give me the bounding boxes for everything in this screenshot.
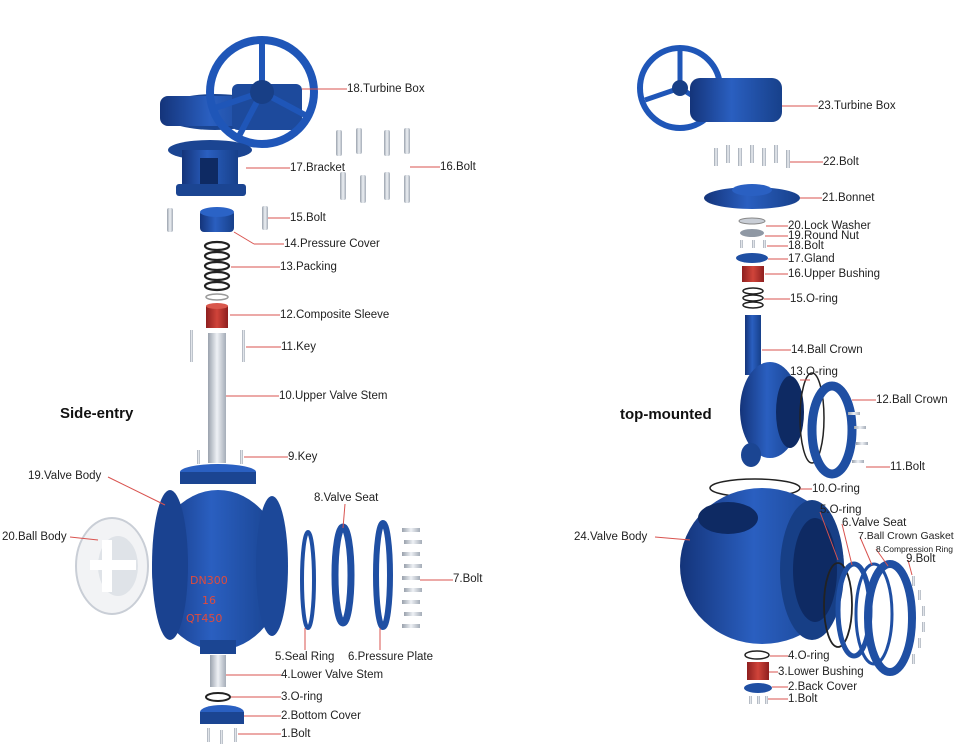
- label-left-4: 4.Lower Valve Stem: [281, 669, 384, 681]
- label-right-1: 1.Bolt: [788, 693, 818, 705]
- right-bolts-11: [848, 412, 868, 463]
- label-left-9: 9.Key: [288, 451, 318, 463]
- title-side-entry: Side-entry: [60, 405, 134, 422]
- label-right-19: 19.Round Nut: [788, 230, 859, 242]
- label-left-16: 16.Bolt: [440, 161, 476, 173]
- right-upper-bushing: [742, 266, 764, 282]
- left-packing: [203, 240, 231, 292]
- label-left-7: 7.Bolt: [453, 573, 483, 585]
- label-right-24: 24.Valve Body: [574, 531, 648, 543]
- left-seal-ring: [300, 530, 316, 630]
- left-bolts-16: [336, 128, 410, 203]
- right-oring-13: [799, 372, 825, 464]
- label-left-15: 15.Bolt: [290, 212, 326, 224]
- right-ball-crown-12: [807, 381, 857, 479]
- label-left-20: 20.Ball Body: [2, 531, 67, 543]
- left-bolts-7: [402, 528, 422, 628]
- label-right-16: 16.Upper Bushing: [788, 268, 881, 280]
- label-left-11: 11.Key: [281, 341, 316, 353]
- label-right-22: 22.Bolt: [823, 156, 859, 168]
- body-marking-size: DN300: [190, 574, 228, 587]
- right-oring-5: [823, 562, 853, 648]
- left-bolts-15: [167, 206, 268, 232]
- left-bottom-cover: [200, 705, 244, 724]
- label-right-10: 10.O-ring: [812, 483, 860, 495]
- label-left-12: 12.Composite Sleeve: [280, 309, 390, 321]
- label-right-13: 13.O-ring: [790, 366, 838, 378]
- right-bolts-1: [749, 696, 768, 704]
- label-right-17: 17.Gland: [788, 253, 835, 265]
- right-valve-body: [680, 488, 844, 644]
- label-right-9: 9.Bolt: [906, 553, 936, 565]
- right-turbine-box: [637, 45, 782, 131]
- label-left-13: 13.Packing: [280, 261, 337, 273]
- left-valve-body: [152, 464, 288, 654]
- label-left-1: 1.Bolt: [281, 728, 311, 740]
- left-turbine-box: [160, 36, 318, 148]
- right-ball-crown: [740, 315, 804, 467]
- label-right-21: 21.Bonnet: [822, 192, 875, 204]
- left-bolts-1: [207, 728, 237, 744]
- right-gland: [736, 253, 768, 263]
- label-left-2: 2.Bottom Cover: [281, 710, 361, 722]
- label-right-14: 14.Ball Crown: [791, 344, 863, 356]
- left-valve-seat: [331, 523, 355, 627]
- right-round-nut: [740, 229, 764, 237]
- label-left-10: 10.Upper Valve Stem: [279, 390, 388, 402]
- label-right-20: 20.Lock Washer: [788, 220, 871, 232]
- left-bracket: [168, 140, 252, 196]
- label-right-11: 11.Bolt: [890, 461, 925, 473]
- label-left-3: 3.O-ring: [281, 691, 323, 703]
- left-pressure-plate: [373, 520, 393, 630]
- label-right-15: 15.O-ring: [790, 293, 838, 305]
- right-bolts-22: [714, 145, 790, 168]
- left-oring-3: [205, 692, 231, 702]
- right-oring-15: [742, 287, 764, 309]
- left-upper-stem: [208, 333, 226, 463]
- left-pressure-cover: [200, 207, 234, 232]
- label-left-8: 8.Valve Seat: [314, 492, 379, 504]
- label-right-5: 5.O-ring: [820, 504, 862, 516]
- label-left-6: 6.Pressure Plate: [348, 651, 434, 663]
- label-right-7: 7.Ball Crown Gasket: [858, 530, 954, 542]
- label-left-14: 14.Pressure Cover: [284, 238, 380, 250]
- body-marking-material: QT450: [186, 612, 222, 625]
- left-ball-body: [75, 517, 149, 615]
- label-right-12: 12.Ball Crown: [876, 394, 948, 406]
- right-lock-washer: [738, 217, 766, 225]
- body-marking-pressure: 16: [202, 594, 216, 607]
- left-lower-stem: [210, 655, 226, 687]
- label-right-18: 18.Bolt: [788, 240, 824, 252]
- left-key-11a: [190, 330, 193, 362]
- left-composite-sleeve: [206, 303, 228, 328]
- label-left-19: 19.Valve Body: [28, 470, 102, 482]
- label-right-4: 4.O-ring: [788, 650, 830, 662]
- right-bonnet: [704, 184, 800, 209]
- right-lower-bushing: [747, 662, 769, 680]
- label-right-23: 23.Turbine Box: [818, 100, 896, 112]
- right-oring-4: [744, 650, 770, 660]
- label-right-6: 6.Valve Seat: [842, 517, 907, 529]
- label-left-5: 5.Seal Ring: [275, 651, 335, 663]
- label-right-8: 8.Compression Ring: [876, 544, 954, 554]
- label-right-3: 3.Lower Bushing: [778, 666, 864, 678]
- left-key-11b: [242, 330, 245, 362]
- right-back-cover: [744, 683, 772, 693]
- label-right-2: 2.Back Cover: [788, 681, 858, 693]
- title-top-mounted: top-mounted: [620, 406, 712, 423]
- right-bolts-9: [912, 576, 925, 664]
- label-left-18: 18.Turbine Box: [347, 83, 425, 95]
- label-left-17: 17.Bracket: [290, 162, 345, 174]
- leader-lines: [69, 88, 913, 735]
- right-compression-ring-8: [864, 560, 916, 676]
